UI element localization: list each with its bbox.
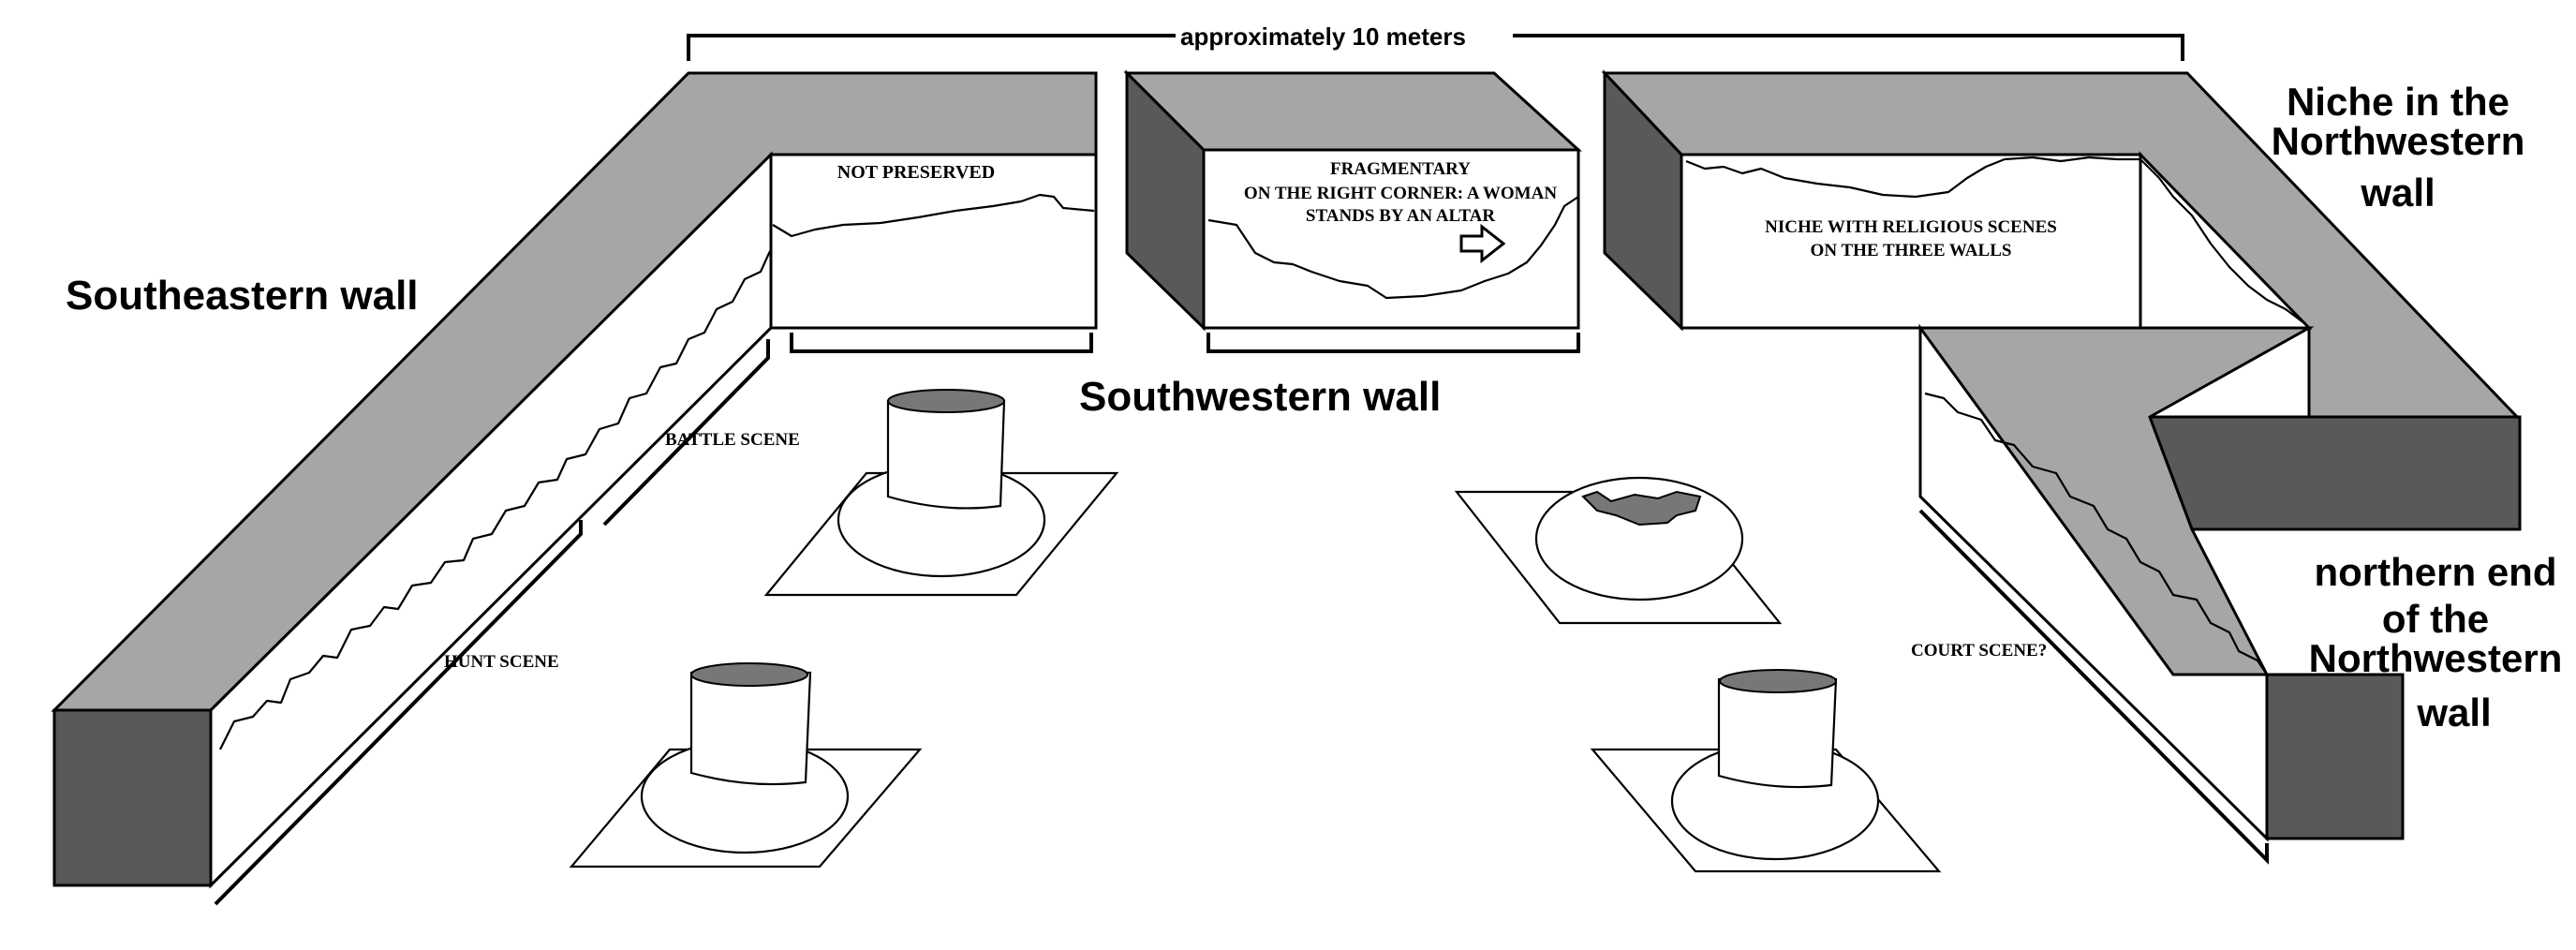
right-arrow-icon [1459, 223, 1506, 264]
southwestern-portion-face [769, 153, 1098, 330]
niche-label-line2: Northwestern [2272, 119, 2525, 163]
hunt-battle-paint-line [219, 250, 772, 750]
column-base-2 [569, 662, 923, 868]
southwestern-wall-label: Southwestern wall [1079, 374, 1441, 420]
column-base-1 [763, 389, 1119, 597]
southeastern-wall [51, 71, 1098, 889]
niche-label-line1: Niche in the [2287, 80, 2509, 124]
column-base-3 [1454, 476, 1783, 625]
court-scene-bracket [1918, 509, 2269, 865]
not-preserved-label: NOT PRESERVED [837, 162, 995, 183]
court-scene-paint-line [1924, 392, 2268, 675]
not-preserved-paint-line [772, 193, 1095, 238]
northwestern-wall [1601, 69, 2522, 842]
niche-scenes-label-line2: ON THE THREE WALLS [1811, 241, 2012, 260]
southeastern-wall-end [52, 708, 213, 887]
scale-label: approximately 10 meters [1180, 22, 1466, 51]
niche-label-line3: wall [2360, 171, 2435, 215]
northern-end-label-line3: Northwestern [2309, 636, 2563, 680]
column-base-4 [1590, 669, 1942, 873]
not-preserved-bracket [790, 333, 1093, 353]
niche-scenes-label-line1: NICHE WITH RELIGIOUS SCENES [1765, 217, 2057, 237]
northern-end-label-line4: wall [2416, 690, 2491, 735]
scene-brackets [214, 333, 2269, 906]
scale-bar [687, 34, 2184, 61]
hunt-scene-bracket [214, 520, 583, 906]
northern-end-label-line2: of the [2382, 597, 2489, 641]
fragmentary-bracket [1207, 333, 1580, 353]
fragmentary-paint-line [1207, 196, 1579, 300]
fragmentary-label-line3: STANDS BY AN ALTAR [1306, 206, 1495, 226]
fragmentary-label-line2: ON THE RIGHT CORNER: A WOMAN [1244, 184, 1557, 203]
northern-end-label-line1: northern end [2315, 550, 2557, 594]
niche-paint-line [1685, 156, 2305, 324]
battle-scene-label: BATTLE SCENE [665, 430, 800, 450]
battle-scene-bracket [602, 339, 770, 527]
southwestern-wall-top [1123, 71, 1582, 152]
southwestern-wall [1123, 69, 1582, 332]
hunt-scene-label: HUNT SCENE [444, 652, 559, 672]
fragmentary-label-line1: FRAGMENTARY [1330, 159, 1471, 179]
northwestern-wall-inner-end [2147, 415, 2522, 531]
court-scene-label: COURT SCENE? [1911, 641, 2047, 661]
southeastern-wall-label: Southeastern wall [66, 273, 419, 319]
southwestern-wall-face [1202, 148, 1580, 330]
northern-end-cap [2265, 673, 2405, 840]
